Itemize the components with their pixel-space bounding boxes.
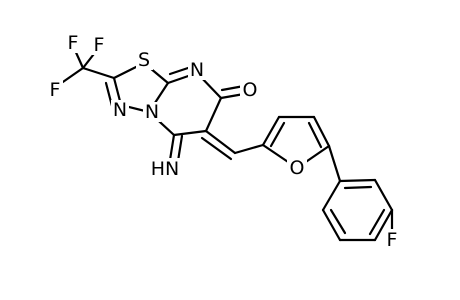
bond-furan-phenyl xyxy=(327,144,342,183)
atom-n-ring: N xyxy=(188,59,206,81)
bond-cf3-f3 xyxy=(58,66,85,86)
atom-n-thiadiazole-b: N xyxy=(143,101,161,123)
atom-f3: F xyxy=(47,79,63,101)
bond-ph-c5-c6-double xyxy=(329,208,347,235)
bond-ph-c2-c3 xyxy=(373,178,394,212)
bond-c5-nh-double xyxy=(176,134,184,163)
svg-text:N: N xyxy=(145,101,159,123)
svg-text:O: O xyxy=(290,157,305,179)
svg-text:O: O xyxy=(243,79,258,101)
bond-ph-c6-c1 xyxy=(321,179,342,212)
svg-text:S: S xyxy=(138,49,150,71)
bond-furan-c2-c3 xyxy=(261,115,281,147)
bond-ph-c3-c4 xyxy=(373,208,394,242)
atom-o-carbonyl: O xyxy=(240,79,260,101)
svg-text:F: F xyxy=(68,32,79,54)
svg-text:F: F xyxy=(50,79,61,101)
svg-text:HN: HN xyxy=(151,158,180,180)
atom-n-thiadiazole-a: N xyxy=(111,99,129,121)
bond-furan-c4-c5 xyxy=(312,115,331,148)
svg-text:F: F xyxy=(94,34,105,56)
svg-text:F: F xyxy=(387,229,398,251)
atom-f-aryl: F xyxy=(384,229,400,251)
svg-text:N: N xyxy=(113,99,127,121)
bond-cf3-c2 xyxy=(81,66,116,80)
bond-c6-ch xyxy=(204,129,237,155)
bond-c6-c5 xyxy=(172,129,208,137)
atom-nh-imine: HN xyxy=(148,158,182,180)
bond-furan-c2-c3-double xyxy=(269,121,286,148)
atom-f1: F xyxy=(65,32,81,54)
bond-ph-c5-c6 xyxy=(321,208,342,242)
atom-labels: F F F S N O N xyxy=(47,32,400,251)
bond-c5-nh xyxy=(168,133,176,162)
atom-s: S xyxy=(136,49,153,71)
bond-c7-c6 xyxy=(204,96,223,133)
bonds xyxy=(58,46,394,242)
svg-text:N: N xyxy=(190,59,204,81)
atom-f2: F xyxy=(91,34,107,56)
atom-o-furan: O xyxy=(287,157,307,179)
bond-c6-ch-double xyxy=(200,136,233,161)
bond-ph-c1-c2 xyxy=(338,178,377,183)
bond-ph-c3-c4-double xyxy=(368,208,386,236)
bond-ch-furan-c2 xyxy=(233,143,265,155)
bond-furan-c4-c5-double xyxy=(307,121,323,149)
bond-ph-c1-c2-double xyxy=(343,185,373,190)
